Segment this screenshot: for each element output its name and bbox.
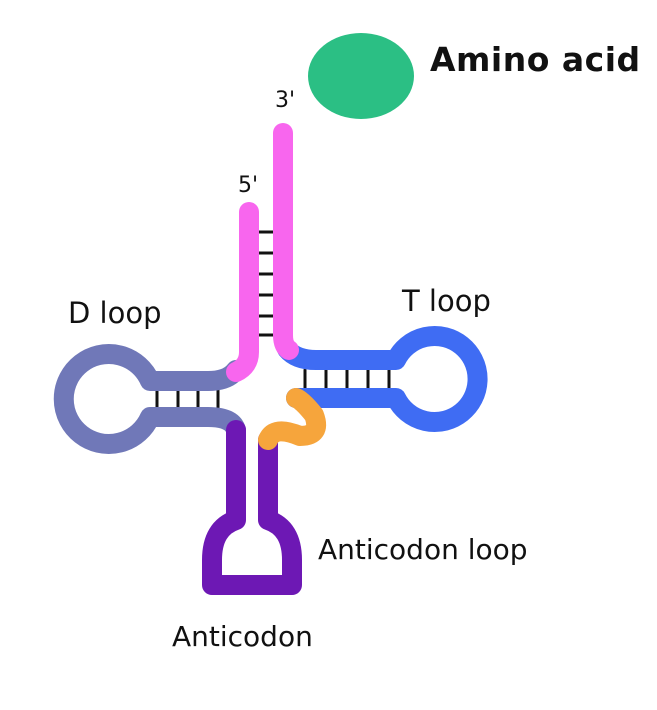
t-arm-strand — [277, 326, 488, 432]
d-arm-base-pairs — [155, 388, 220, 410]
d-arm-strand — [53, 344, 246, 454]
anticodon-loop-label: Anticodon loop — [318, 533, 528, 566]
acceptor-stem-strand-3 — [273, 123, 299, 360]
t-arm-base-pairs — [303, 368, 391, 390]
anticodon-label: Anticodon — [172, 620, 313, 653]
amino-acid-blob — [308, 33, 414, 119]
five-prime-label: 5' — [238, 173, 259, 198]
acceptor-stem-strand-5 — [226, 202, 259, 382]
variable-loop-strand — [258, 388, 327, 450]
amino-acid-label: Amino acid — [430, 40, 641, 79]
t-loop-label: T loop — [402, 284, 491, 318]
d-loop-label: D loop — [68, 296, 162, 330]
anticodon-arm-strand — [202, 420, 302, 595]
three-prime-label: 3' — [275, 88, 296, 113]
